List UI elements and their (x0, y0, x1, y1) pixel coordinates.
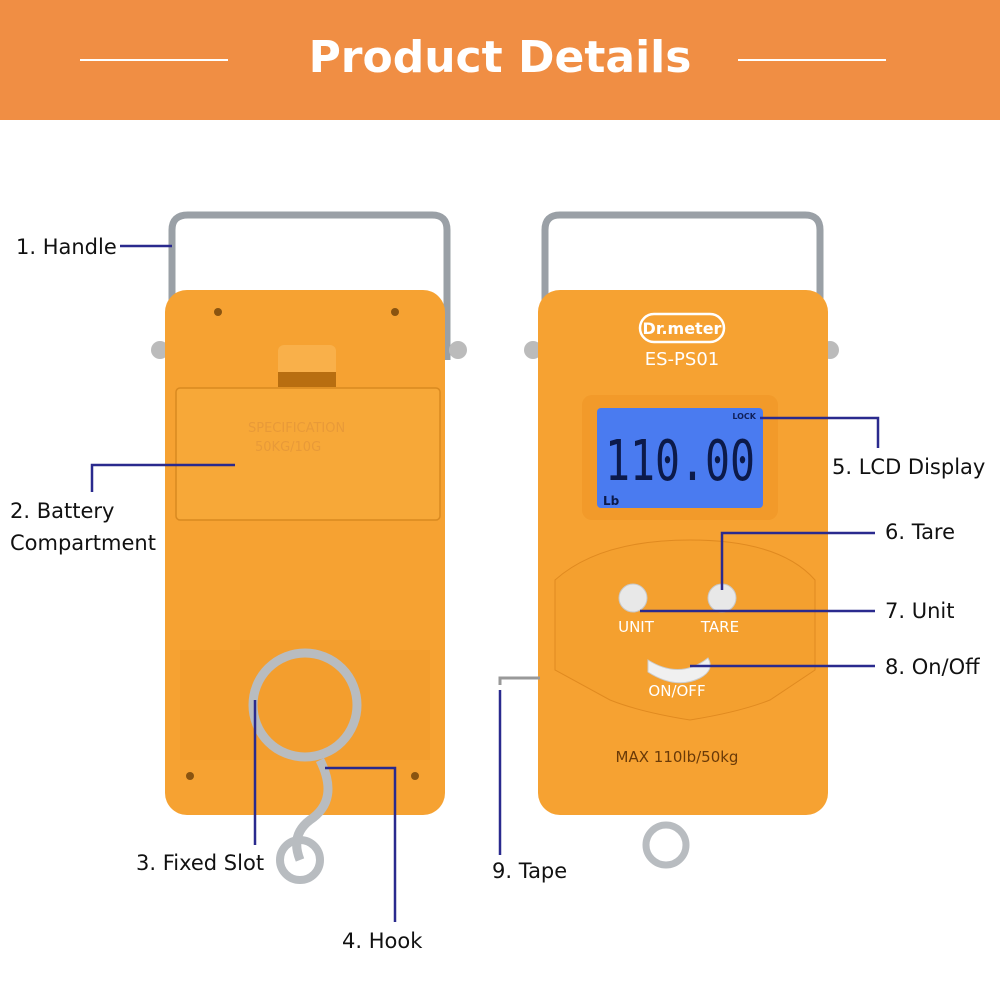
model-number: ES-PS01 (645, 349, 719, 370)
spec-text: SPECIFICATION (248, 421, 345, 436)
handle-pivot-right (449, 341, 467, 359)
power-button[interactable] (647, 657, 711, 684)
brand-logo (638, 312, 726, 344)
callout-lcd-display: 5. LCD Display (832, 455, 985, 479)
power-button-label: ON/OFF (648, 682, 705, 700)
hook-swivel (276, 836, 324, 884)
callout-tape: 9. Tape (492, 859, 567, 883)
callout-handle: 1. Handle (16, 235, 117, 259)
battery-latch-slot (278, 372, 336, 387)
brand-name: Dr.meter (643, 319, 722, 338)
battery-compartment (175, 387, 441, 521)
callout-tare: 6. Tare (885, 520, 955, 544)
handle (168, 211, 451, 360)
screw (214, 308, 222, 316)
callout-line-hook (325, 766, 397, 922)
tare-button-label: TARE (700, 618, 739, 636)
hook (292, 757, 333, 862)
callout-line-battery (90, 463, 235, 492)
lcd-unit: Lb (603, 494, 620, 508)
callout-line-tare (720, 531, 875, 590)
spec-capacity-text: 50KG/10G (255, 440, 321, 455)
capacity-label: MAX 110lb/50kg (616, 748, 739, 766)
handle-pivot-left (524, 341, 542, 359)
handle-pivot-left (151, 341, 169, 359)
callout-battery: 2. Battery (10, 499, 114, 523)
header-banner: Product Details (0, 0, 1000, 120)
screw (391, 308, 399, 316)
screw (411, 772, 419, 780)
unit-button-label: UNIT (618, 618, 655, 636)
lcd-reading: 110.00 (605, 429, 755, 494)
page-title: Product Details (308, 32, 692, 83)
callout-fixed-slot: 3. Fixed Slot (136, 851, 264, 875)
tape-end (498, 676, 540, 685)
callout-lines (90, 244, 880, 922)
unit-button[interactable] (618, 583, 648, 613)
callout-on-off: 8. On/Off (885, 655, 980, 679)
hook-ring (248, 648, 362, 762)
button-panel (554, 539, 816, 721)
scale-back-view: SPECIFICATION 50KG/10G (151, 211, 467, 884)
lcd-display (597, 408, 763, 508)
callout-unit: 7. Unit (885, 599, 954, 623)
scale-front-view: Dr.meter ES-PS01 LOCK 110.00 Lb UNIT TAR… (498, 211, 839, 869)
callout-battery-compartment: Compartment (10, 531, 156, 555)
callout-line-lcd (760, 416, 880, 448)
callout-hook: 4. Hook (342, 929, 423, 953)
header-rule-left (80, 59, 228, 61)
slot-panel (180, 640, 430, 760)
front-hook (642, 821, 690, 869)
handle-front (541, 211, 824, 360)
header-rule-right (738, 59, 886, 61)
screw (186, 772, 194, 780)
lcd-lock-indicator: LOCK (732, 412, 756, 421)
